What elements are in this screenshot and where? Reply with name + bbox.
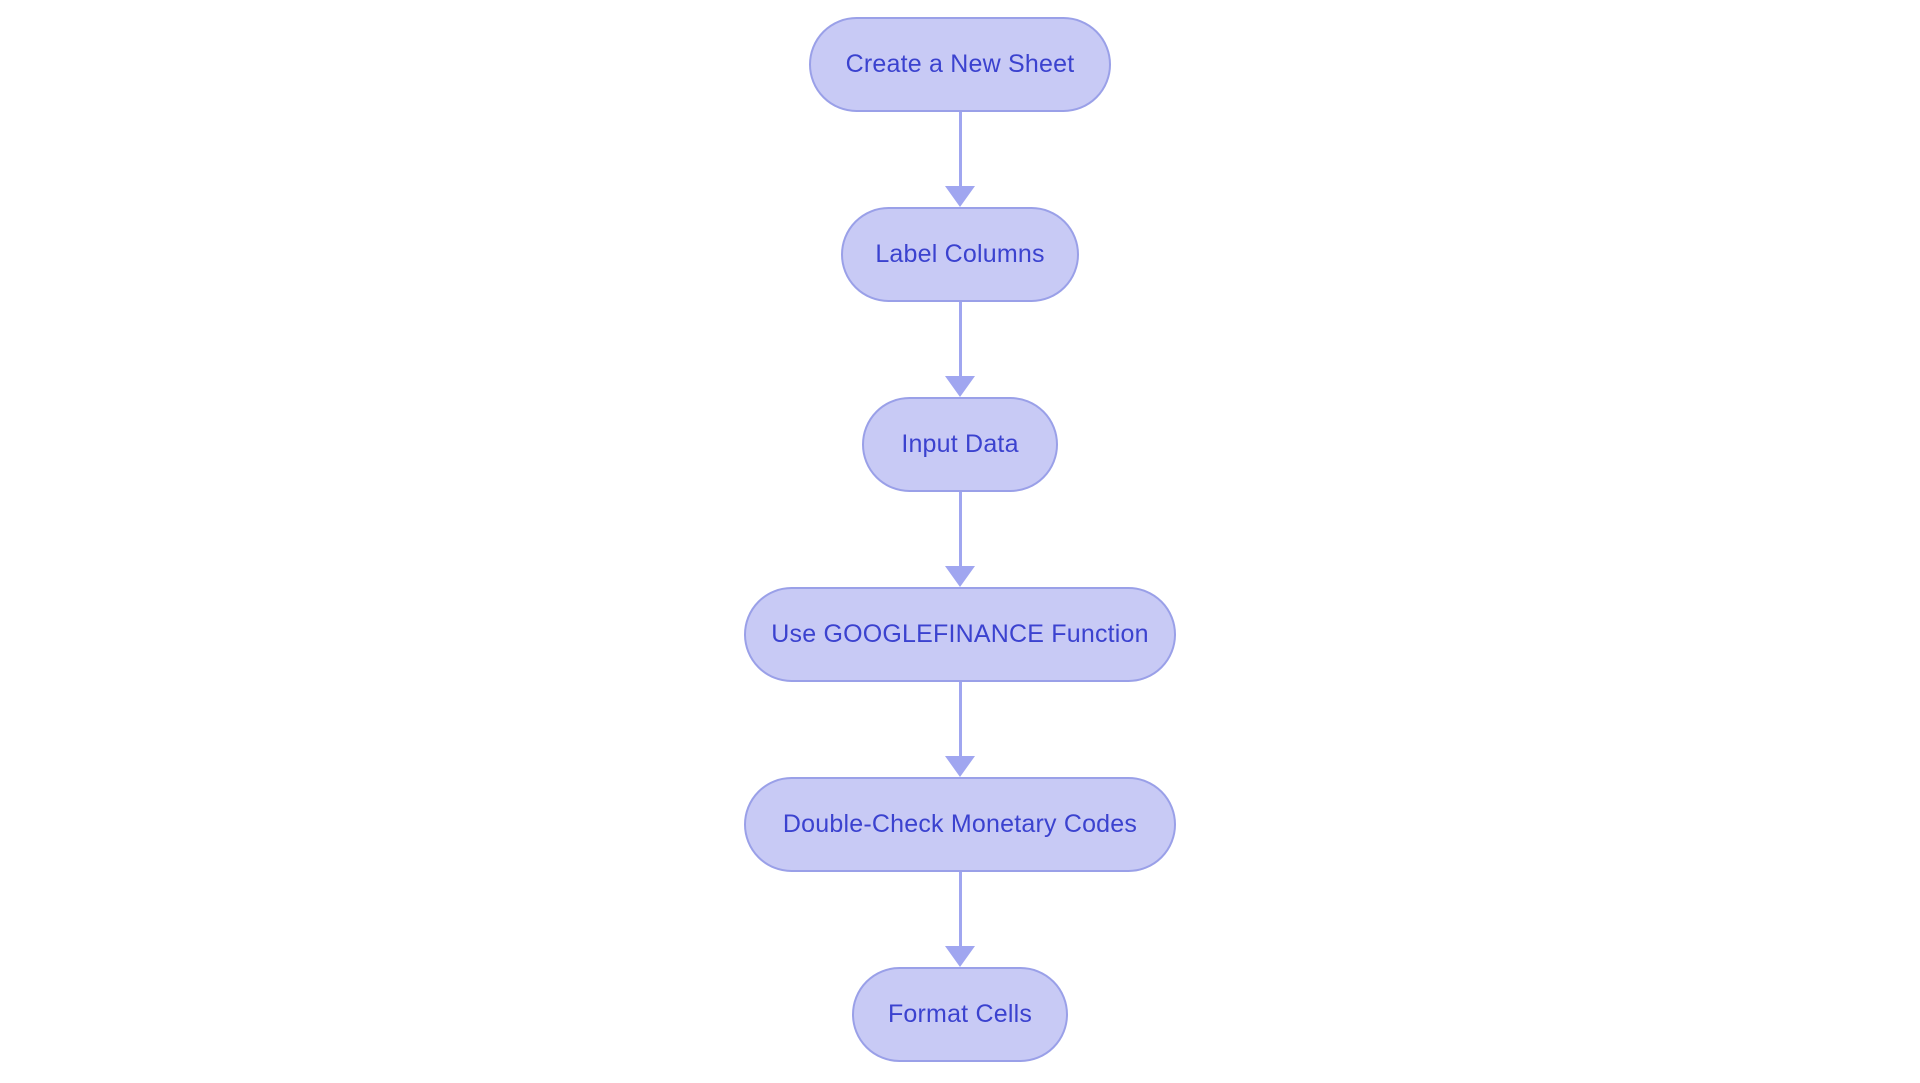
arrow-shaft [958, 112, 962, 186]
arrow-down-icon [945, 872, 975, 967]
arrow-down-icon [945, 302, 975, 397]
arrow-down-icon [945, 682, 975, 777]
arrowhead-icon [945, 566, 975, 587]
arrowhead-icon [945, 946, 975, 967]
arrowhead-icon [945, 376, 975, 397]
arrow-shaft [958, 302, 962, 376]
arrowhead-icon [945, 756, 975, 777]
arrow-shaft [958, 492, 962, 566]
flow-node-double-check-monetary-codes: Double-Check Monetary Codes [744, 777, 1176, 872]
arrow-shaft [958, 872, 962, 946]
flow-node-use-googlefinance-function: Use GOOGLEFINANCE Function [744, 587, 1176, 682]
flow-node-label-columns: Label Columns [841, 207, 1079, 302]
flow-node-create-a-new-sheet: Create a New Sheet [809, 17, 1111, 112]
arrowhead-icon [945, 186, 975, 207]
flow-node-input-data: Input Data [862, 397, 1058, 492]
arrow-down-icon [945, 492, 975, 587]
arrow-shaft [958, 682, 962, 756]
arrow-down-icon [945, 112, 975, 207]
flow-node-format-cells: Format Cells [852, 967, 1068, 1062]
